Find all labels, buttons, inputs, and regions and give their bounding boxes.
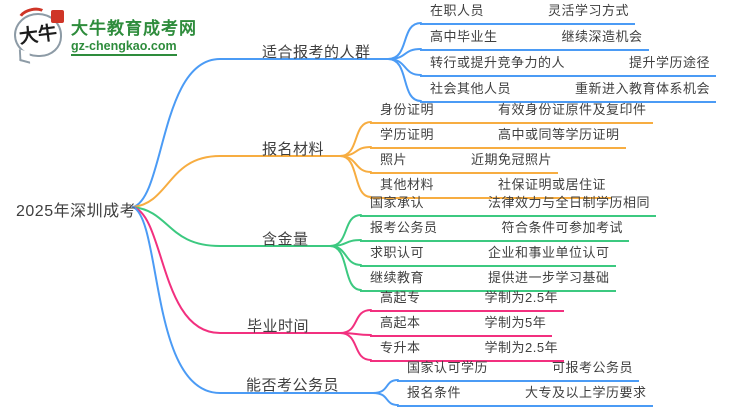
topic-value: 符合条件可参加考试 (501, 220, 624, 235)
topic-row: 高起本 学制为5年 (370, 314, 553, 337)
topic-value: 企业和事业单位认可 (488, 245, 610, 260)
topic-row: 国家承认 法律效力与全日制学历相同 (360, 194, 657, 217)
topic-row: 国家认可学历 可报考公务员 (397, 359, 640, 382)
topic-value: 学制为5年 (484, 315, 547, 330)
topic-label: 转行或提升竞争力的人 (430, 55, 566, 70)
topic-value: 高中或同等学历证明 (498, 127, 620, 142)
topic-label: 社会其他人员 (430, 81, 512, 96)
topic-label: 报考公务员 (370, 220, 438, 235)
site-logo: 大牛 大牛教育成考网 gz-chengkao.com (14, 4, 197, 64)
topic-label: 专升本 (380, 340, 421, 355)
brand-domain: gz-chengkao.com (71, 39, 177, 56)
topic-row: 在职人员 灵活学习方式 (420, 2, 636, 25)
topic-label: 高起本 (380, 315, 421, 330)
topic-row: 其他材料 社保证明或居住证 (370, 176, 613, 199)
topic-label: 照片 (380, 152, 408, 167)
topic-row: 高起专 学制为2.5年 (370, 289, 565, 312)
topic-value: 可报考公务员 (552, 360, 634, 375)
topic-row: 学历证明 高中或同等学历证明 (370, 126, 626, 149)
topic-row: 身份证明 有效身份证原件及复印件 (370, 101, 653, 124)
topic-label: 学历证明 (380, 127, 435, 142)
topic-value: 学制为2.5年 (484, 290, 559, 305)
topic-row: 继续教育 提供进一步学习基础 (360, 269, 616, 292)
topic-row: 求职认可 企业和事业单位认可 (360, 244, 616, 267)
topic-label: 继续教育 (370, 270, 425, 285)
brand-title: 大牛教育成考网 (71, 19, 197, 38)
topic-row: 照片 近期免冠照片 (370, 151, 559, 174)
topic-value: 继续深造机会 (561, 29, 643, 44)
topic-label: 高中毕业生 (430, 29, 498, 44)
topic-value: 重新进入教育体系机会 (575, 81, 711, 96)
logo-seal-icon (51, 10, 64, 23)
topic-row: 报考公务员 符合条件可参加考试 (360, 219, 630, 242)
branch-label-graduation: 毕业时间 (247, 318, 310, 335)
topic-label: 报名条件 (407, 385, 462, 400)
topic-value: 提供进一步学习基础 (488, 270, 610, 285)
topic-row: 转行或提升竞争力的人 提升学历途径 (420, 54, 717, 77)
topic-label: 高起专 (380, 290, 421, 305)
topic-label: 其他材料 (380, 177, 435, 192)
topic-value: 有效身份证原件及复印件 (498, 102, 647, 117)
topic-value: 社保证明或居住证 (498, 177, 607, 192)
topic-value: 近期免冠照片 (471, 152, 553, 167)
mindmap-root-node: 2025年深圳成考 (16, 203, 137, 220)
topic-label: 国家承认 (370, 195, 425, 210)
topic-value: 提升学历途径 (629, 55, 711, 70)
branch-label-civil-service: 能否考公务员 (246, 377, 340, 394)
topic-row: 报名条件 大专及以上学历要求 (397, 384, 653, 407)
logo-badge-text: 大牛 (18, 22, 59, 49)
branch-label-applicants: 适合报考的人群 (262, 44, 371, 61)
topic-label: 求职认可 (370, 245, 425, 260)
topic-value: 学制为2.5年 (484, 340, 559, 355)
topic-label: 国家认可学历 (407, 360, 489, 375)
topic-label: 在职人员 (430, 3, 485, 18)
topic-row: 社会其他人员 重新进入教育体系机会 (420, 80, 717, 103)
topic-value: 灵活学习方式 (548, 3, 630, 18)
topic-value: 大专及以上学历要求 (525, 385, 647, 400)
topic-value: 法律效力与全日制学历相同 (488, 195, 651, 210)
topic-label: 身份证明 (380, 102, 435, 117)
topic-row: 高中毕业生 继续深造机会 (420, 28, 649, 51)
topic-row: 专升本 学制为2.5年 (370, 339, 565, 362)
branch-label-materials: 报名材料 (262, 141, 325, 158)
branch-label-value: 含金量 (262, 231, 309, 248)
logo-speech-bubble-icon: 大牛 (14, 4, 64, 64)
